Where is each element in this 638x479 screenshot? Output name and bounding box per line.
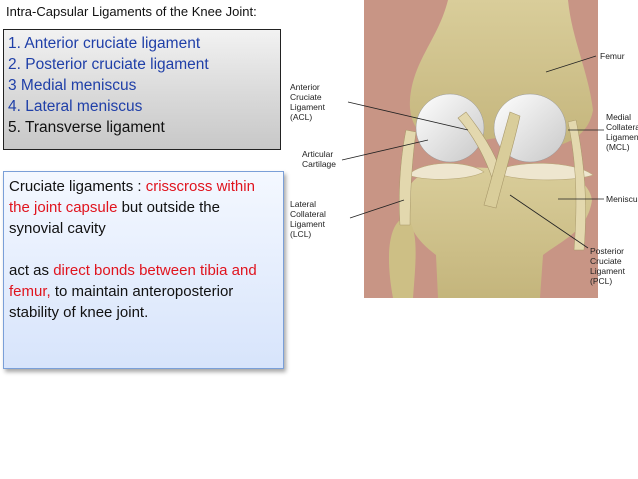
note-paragraph-1: Cruciate ligaments : crisscross within t… (9, 176, 278, 239)
tibia-bone (406, 167, 592, 298)
pcl-ligament (483, 111, 521, 209)
slide-title: Intra-Capsular Ligaments of the Knee Joi… (6, 4, 257, 19)
mcl-label: Medial (606, 112, 631, 122)
pcl-label: (PCL) (590, 276, 612, 286)
list-item: 2. Posterior cruciate ligament (8, 56, 209, 73)
list-item: 5. Transverse ligament (8, 119, 165, 136)
mcl-label: Ligament (606, 132, 638, 142)
note-text: to maintain anteroposterior stability of… (9, 283, 234, 321)
note-highlight: crisscross within the joint capsule (9, 178, 255, 216)
meniscus-label: Meniscus (606, 194, 638, 204)
acl-label: Anterior (290, 82, 320, 92)
list-item: 3 Medial meniscus (8, 77, 137, 94)
pcl-label: Posterior (590, 246, 624, 256)
note-text: act as (9, 262, 54, 279)
note-text: but outside the synovial cavity (9, 199, 220, 237)
cruciate-note: Cruciate ligaments : crisscross within t… (3, 171, 284, 369)
meniscus-medial (493, 163, 594, 181)
acl-label: Cruciate (290, 92, 322, 102)
lcl-label: (LCL) (290, 229, 311, 239)
articular-label: Articular (302, 149, 333, 159)
fibula-bone (388, 220, 416, 298)
acl-label: (ACL) (290, 112, 312, 122)
pcl-label: Ligament (590, 266, 626, 276)
acl-label: Ligament (290, 102, 326, 112)
note-text: Cruciate ligaments : (9, 178, 146, 195)
lateral-condyle-cartilage (415, 93, 485, 163)
list-item: 4. Lateral meniscus (8, 98, 143, 115)
lcl-ligament (399, 129, 417, 226)
lcl-label: Ligament (290, 219, 326, 229)
knee-anatomy-figure: Femur Anterior Cruciate Ligament (ACL) A… (288, 0, 638, 298)
ligament-list: 1. Anterior cruciate ligament 2. Posteri… (3, 29, 281, 150)
lcl-label: Lateral (290, 199, 316, 209)
meniscus-lateral (407, 163, 485, 180)
femur-label: Femur (600, 51, 625, 61)
articular-label: Cartilage (302, 159, 336, 169)
pcl-label: Cruciate (590, 256, 622, 266)
mcl-label: Collateral (606, 122, 638, 132)
note-paragraph-2: act as direct bonds between tibia and fe… (9, 260, 278, 323)
mcl-ligament (567, 119, 586, 251)
mcl-label: (MCL) (606, 142, 630, 152)
lcl-label: Collateral (290, 209, 326, 219)
note-highlight: direct bonds between tibia and femur, (9, 262, 257, 300)
list-item: 1. Anterior cruciate ligament (8, 35, 201, 52)
